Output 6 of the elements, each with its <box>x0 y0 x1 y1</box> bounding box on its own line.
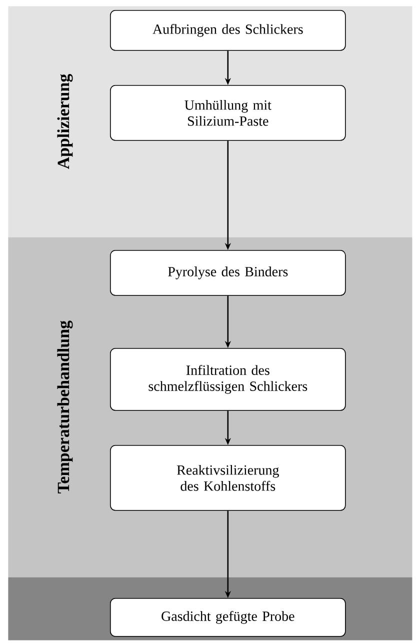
process-box: Reaktivsilizierung des Kohlenstoffs <box>110 445 346 511</box>
process-box: Gasdicht gefügte Probe <box>110 598 346 637</box>
process-box: Aufbringen des Schlickers <box>110 10 346 51</box>
process-box: Infiltration des schmelzflüssigen Schlickers <box>110 348 346 411</box>
process-box: Umhüllung mit Silizium-Paste <box>110 85 346 141</box>
process-box: Pyrolyse des Binders <box>110 250 346 296</box>
